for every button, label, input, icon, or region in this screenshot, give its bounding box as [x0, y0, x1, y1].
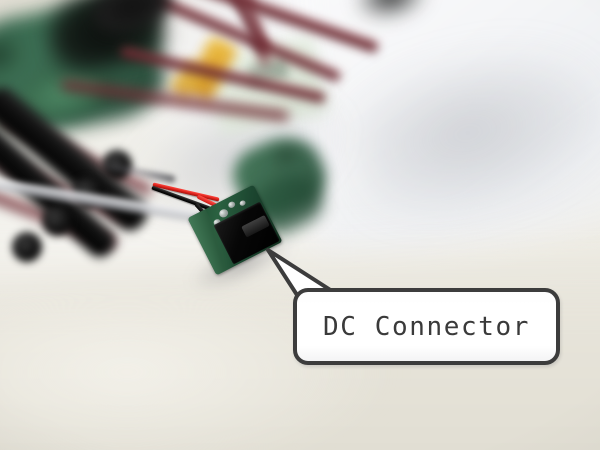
callout-balloon[interactable]: DC Connector: [293, 288, 560, 365]
connector-pin-housing: [42, 206, 72, 236]
callout-label: DC Connector: [322, 311, 531, 342]
connector-pin-housing: [12, 232, 42, 262]
